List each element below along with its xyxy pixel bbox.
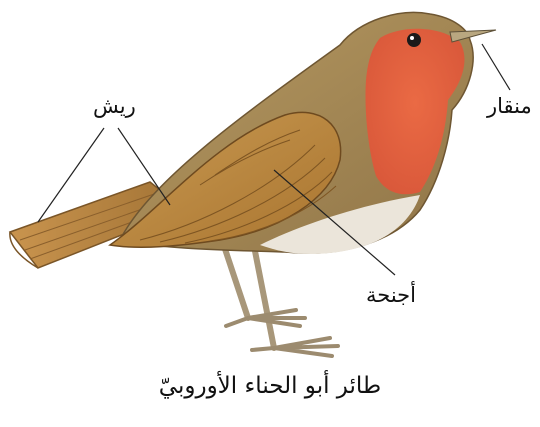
- legs: [222, 240, 338, 356]
- label-beak: منقار: [487, 94, 532, 118]
- caption: طائر أبو الحناء الأوروبيّ: [0, 373, 540, 399]
- label-feathers: ريش: [93, 94, 136, 118]
- beak: [450, 30, 496, 42]
- eye-icon: [407, 33, 421, 47]
- beak-leader: [482, 44, 510, 90]
- label-wings: أجنحة: [366, 283, 416, 307]
